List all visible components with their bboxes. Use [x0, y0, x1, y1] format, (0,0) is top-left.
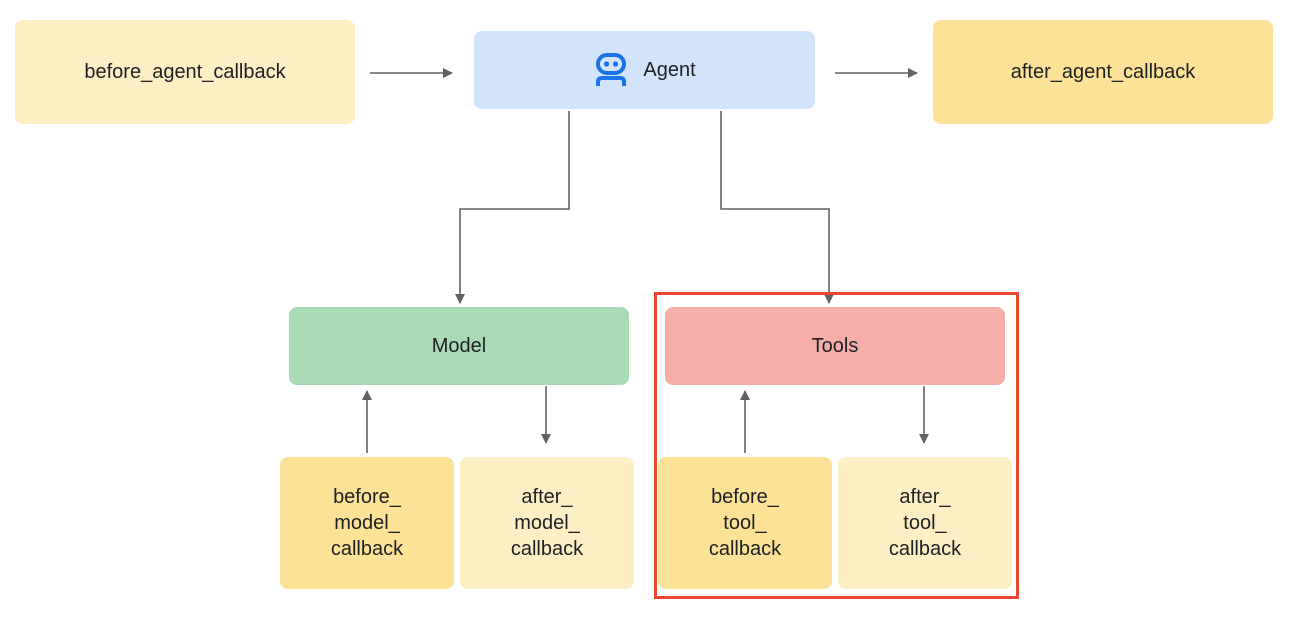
after-agent-callback-box: after_agent_callback: [933, 20, 1273, 124]
model-label: Model: [431, 335, 487, 357]
model-box: Model: [289, 307, 629, 385]
arrow-agent-to-model: [455, 111, 570, 304]
after-tool-callback-box: after_ tool_ callback: [838, 457, 1012, 589]
before-model-callback-box: before_ model_ callback: [280, 457, 454, 589]
tools-highlight-frame: [654, 292, 1019, 599]
agent-box: Agent: [474, 31, 815, 109]
after-model-callback-label: after_ model_ callback: [510, 486, 584, 560]
before-agent-callback-box: before_agent_callback: [15, 20, 355, 124]
arrow-agent-to-tools: [720, 111, 834, 304]
after-model-callback-box: after_ model_ callback: [460, 457, 634, 589]
after-tool-callback-label: after_ tool_ callback: [888, 486, 962, 560]
before-tool-callback-box: before_ tool_ callback: [658, 457, 832, 589]
robot-icon: [596, 53, 627, 86]
before-model-callback-label: before_ model_ callback: [330, 486, 404, 560]
tools-label: Tools: [811, 335, 859, 357]
after-agent-callback-label: after_agent_callback: [1010, 61, 1196, 83]
agent-label: Agent: [643, 59, 696, 81]
before-agent-callback-label: before_agent_callback: [84, 61, 286, 83]
before-tool-callback-label: before_ tool_ callback: [708, 486, 782, 560]
tools-box: Tools: [665, 307, 1005, 385]
